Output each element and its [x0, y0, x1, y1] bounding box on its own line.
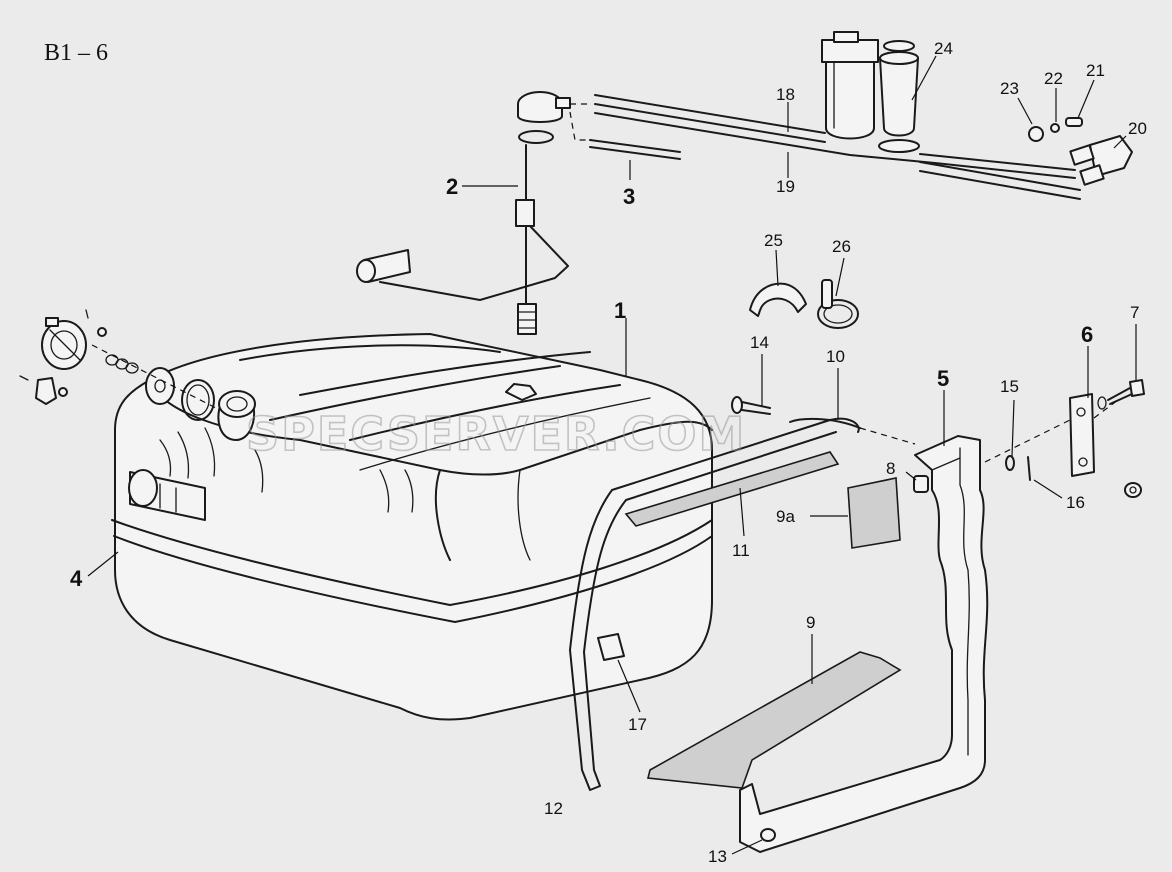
tank-support-bracket: [739, 435, 989, 853]
union-nut: [1028, 126, 1044, 142]
callout-26: 26: [832, 237, 851, 256]
callout-21: 21: [1086, 61, 1105, 80]
callout-17: 17: [628, 715, 647, 734]
plate-bolt: [1097, 379, 1145, 410]
leader-lines: [87, 55, 1137, 855]
callout-1: 1: [614, 298, 626, 323]
latch-screw: [58, 387, 68, 397]
union-washer: [1050, 123, 1060, 133]
filler-cap-assembly: [19, 309, 221, 421]
sender-base: [517, 303, 537, 335]
callout-labels: 1 2 3 4 5 6 7 8 9 9a 10 11 12 13 14 15 1…: [70, 39, 1147, 866]
sender-port-icon: [505, 383, 537, 401]
callout-23: 23: [1000, 79, 1019, 98]
callout-18: 18: [776, 85, 795, 104]
watermark: SPECSERVER.COM: [246, 407, 746, 461]
pipe-union-assembly: [1028, 117, 1133, 186]
callout-6: 6: [1081, 322, 1093, 347]
side-rubber-pad: [847, 477, 901, 549]
bracket-nut: [913, 475, 929, 493]
callout-9a: 9a: [776, 507, 795, 526]
callout-4: 4: [70, 566, 83, 591]
filter-seal: [878, 139, 920, 153]
fuel-tank: [111, 333, 713, 721]
callout-3: 3: [623, 184, 635, 209]
fuel-line-upper: [594, 94, 1076, 179]
callout-11: 11: [732, 541, 750, 560]
callout-22: 22: [1044, 69, 1063, 88]
rubber-block: [597, 633, 625, 661]
sheet-code: B1 – 6: [44, 40, 108, 66]
sender-float: [356, 249, 411, 283]
cap-pin: [97, 327, 107, 337]
cap-gasket-ring: [181, 379, 215, 421]
split-pin: [1027, 456, 1031, 481]
callout-8: 8: [886, 459, 895, 478]
sender-clip: [515, 199, 535, 227]
callout-9: 9: [806, 613, 815, 632]
return-line: [589, 139, 681, 160]
strap-bracket: [789, 417, 861, 429]
bracket-bolt: [731, 396, 771, 415]
mounting-plate: [1069, 393, 1095, 477]
callout-20: 20: [1128, 119, 1147, 138]
tank-strap-left: [569, 417, 860, 791]
callout-25: 25: [764, 231, 783, 250]
plate-nut: [1124, 482, 1142, 498]
sender-o-ring: [518, 130, 554, 144]
callout-14: 14: [750, 333, 769, 352]
callout-2: 2: [446, 174, 458, 199]
filter-element: [879, 57, 919, 137]
strap-felt-strip: [624, 451, 840, 527]
spring-washer: [1005, 455, 1015, 471]
fuel-filter: [821, 31, 920, 153]
breather-pipe: [128, 469, 206, 521]
cap-spring: [105, 354, 139, 374]
callout-19: 19: [776, 177, 795, 196]
cap-seal: [145, 367, 175, 405]
callout-13: 13: [708, 847, 727, 866]
callout-7: 7: [1130, 303, 1139, 322]
filler-neck: [217, 390, 256, 441]
fuel-level-sender: [356, 91, 571, 335]
callout-24: 24: [934, 39, 953, 58]
cap-latch: [35, 377, 57, 405]
fuel-line-lower: [919, 161, 1081, 200]
callout-15: 15: [1000, 377, 1019, 396]
hose-clamp: [817, 279, 859, 329]
callout-5: 5: [937, 366, 949, 391]
callout-10: 10: [826, 347, 845, 366]
strap-nut: [760, 828, 776, 842]
union-bolt: [1065, 117, 1083, 127]
hose-saddle: [749, 282, 807, 317]
fuel-lines: [569, 94, 1081, 200]
callout-16: 16: [1066, 493, 1085, 512]
strap-rubber-pad: [647, 651, 902, 789]
callout-12: 12: [544, 799, 563, 818]
filler-cap: [41, 317, 87, 370]
